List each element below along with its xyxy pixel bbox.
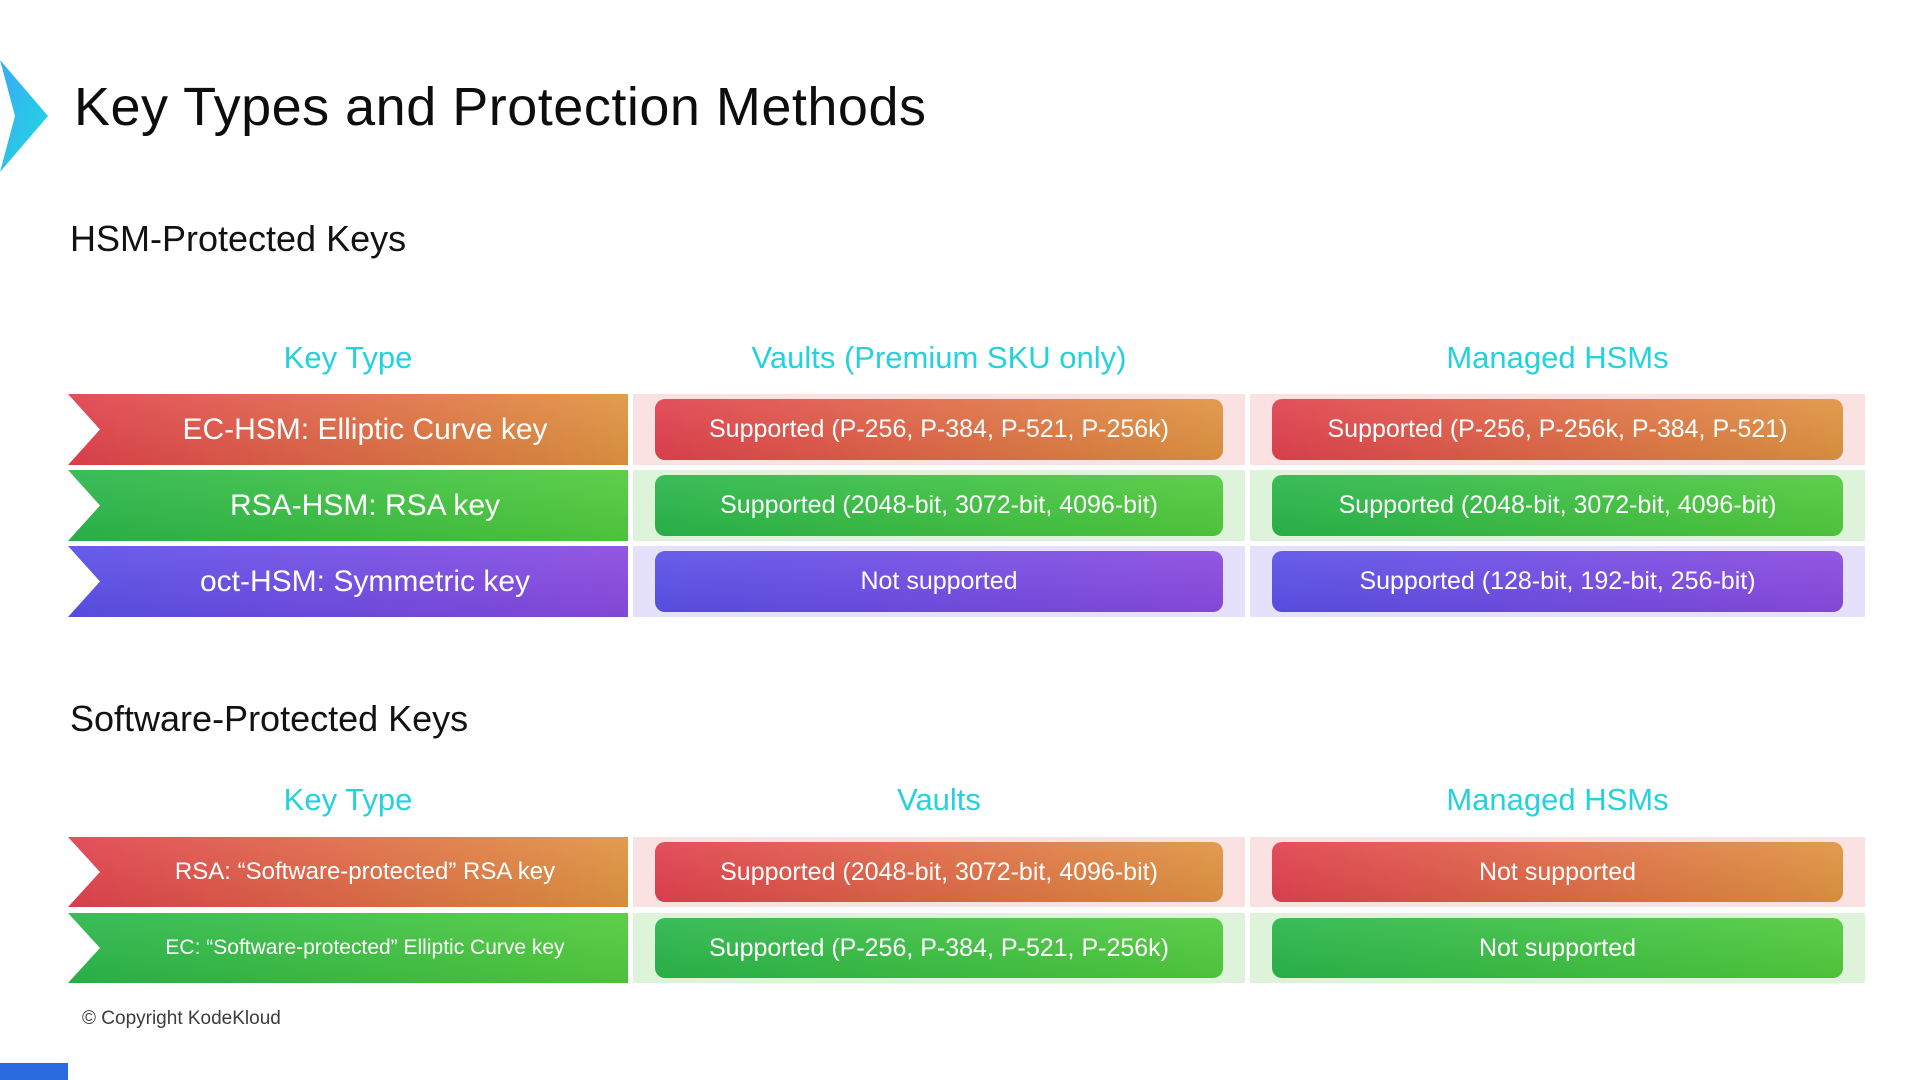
managed-hsms-value-label: Not supported [1478, 857, 1637, 886]
vaults-value-label: Not supported [860, 567, 1018, 595]
key-type-cell: oct-HSM: Symmetric key [68, 546, 628, 617]
section-title-hsm-protected: HSM-Protected Keys [70, 218, 407, 259]
column-header-managed-hsms: Managed HSMs [1446, 782, 1669, 817]
vaults-cell: Supported (2048-bit, 3072-bit, 4096-bit) [633, 837, 1245, 907]
managed-hsms-value: Not supported [1272, 918, 1843, 978]
copyright-text: © Copyright KodeKloud [82, 1008, 281, 1029]
vaults-cell: Supported (P-256, P-384, P-521, P-256k) [633, 394, 1245, 465]
managed-hsms-value: Supported (128-bit, 192-bit, 256-bit) [1272, 551, 1843, 612]
managed-hsms-value: Not supported [1272, 842, 1843, 902]
key-type-cell: EC-HSM: Elliptic Curve key [68, 394, 628, 465]
key-type-cell: RSA-HSM: RSA key [68, 470, 628, 541]
key-type-cell: EC: “Software-protected” Elliptic Curve … [68, 913, 628, 983]
managed-hsms-value: Supported (P-256, P-256k, P-384, P-521) [1272, 399, 1843, 460]
column-header-managed-hsms: Managed HSMs [1446, 340, 1669, 375]
accent-arrow-icon [0, 60, 48, 172]
key-type-label: RSA: “Software-protected” RSA key [174, 858, 556, 885]
key-type-label: EC-HSM: Elliptic Curve key [182, 412, 548, 446]
column-header-vaults: Vaults [897, 782, 981, 817]
managed-hsms-value-label: Supported (2048-bit, 3072-bit, 4096-bit) [1338, 491, 1777, 519]
managed-hsms-cell: Supported (2048-bit, 3072-bit, 4096-bit) [1250, 470, 1865, 541]
key-type-label: EC: “Software-protected” Elliptic Curve … [165, 936, 565, 959]
key-type-cell: RSA: “Software-protected” RSA key [68, 837, 628, 907]
vaults-value: Supported (P-256, P-384, P-521, P-256k) [655, 399, 1223, 460]
managed-hsms-value: Supported (2048-bit, 3072-bit, 4096-bit) [1272, 475, 1843, 536]
section-title-software-protected: Software-Protected Keys [70, 698, 469, 739]
vaults-value-label: Supported (P-256, P-384, P-521, P-256k) [709, 933, 1169, 962]
managed-hsms-cell: Supported (128-bit, 192-bit, 256-bit) [1250, 546, 1865, 617]
column-header-vaults: Vaults (Premium SKU only) [751, 340, 1127, 375]
vaults-value-label: Supported (2048-bit, 3072-bit, 4096-bit) [720, 491, 1158, 519]
vaults-value: Supported (2048-bit, 3072-bit, 4096-bit) [655, 842, 1223, 902]
managed-hsms-value-label: Supported (P-256, P-256k, P-384, P-521) [1327, 415, 1788, 443]
key-type-label: RSA-HSM: RSA key [229, 488, 501, 522]
bottom-accent-bar [0, 1063, 68, 1080]
column-header-key-type: Key Type [283, 782, 413, 817]
managed-hsms-value-label: Not supported [1478, 933, 1637, 962]
key-type-label: oct-HSM: Symmetric key [199, 564, 531, 598]
vaults-value-label: Supported (2048-bit, 3072-bit, 4096-bit) [720, 857, 1158, 886]
managed-hsms-value-label: Supported (128-bit, 192-bit, 256-bit) [1359, 567, 1756, 595]
vaults-cell: Supported (P-256, P-384, P-521, P-256k) [633, 913, 1245, 983]
vaults-value: Not supported [655, 551, 1223, 612]
managed-hsms-cell: Not supported [1250, 913, 1865, 983]
vaults-cell: Not supported [633, 546, 1245, 617]
software-protected-table: Key Type Vaults Managed HSMs RSA: “Softw… [68, 772, 1865, 983]
vaults-value: Supported (2048-bit, 3072-bit, 4096-bit) [655, 475, 1223, 536]
vaults-cell: Supported (2048-bit, 3072-bit, 4096-bit) [633, 470, 1245, 541]
vaults-value: Supported (P-256, P-384, P-521, P-256k) [655, 918, 1223, 978]
managed-hsms-cell: Supported (P-256, P-256k, P-384, P-521) [1250, 394, 1865, 465]
column-header-key-type: Key Type [283, 340, 413, 375]
page-title: Key Types and Protection Methods [74, 77, 927, 137]
hsm-protected-table: Key Type Vaults (Premium SKU only) Manag… [68, 330, 1865, 617]
vaults-value-label: Supported (P-256, P-384, P-521, P-256k) [709, 415, 1169, 443]
managed-hsms-cell: Not supported [1250, 837, 1865, 907]
